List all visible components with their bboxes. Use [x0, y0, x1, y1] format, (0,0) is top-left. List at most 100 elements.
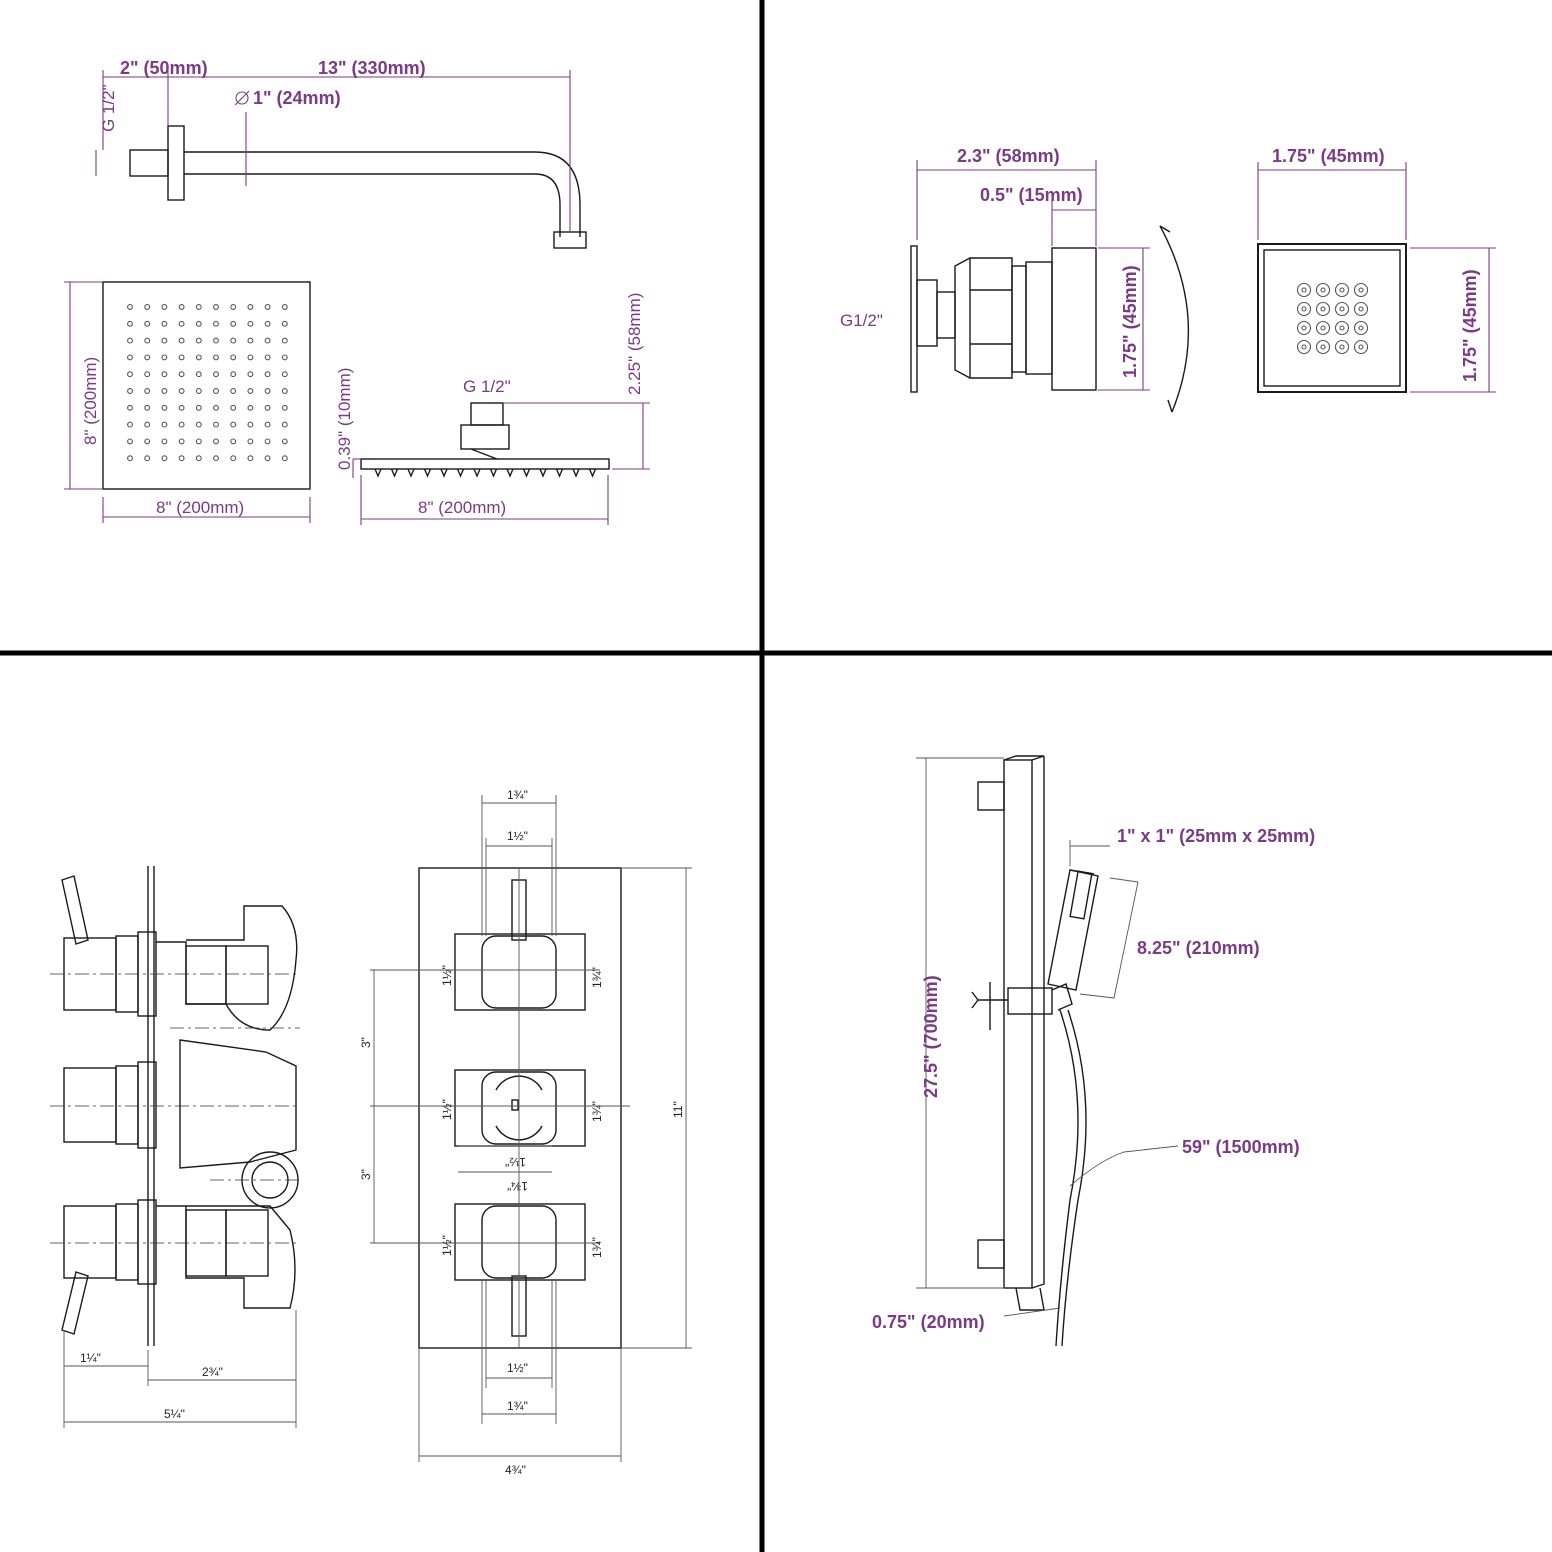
nozzle-dot	[281, 455, 288, 462]
nozzle-dot	[127, 421, 133, 428]
nozzle-dot	[144, 388, 151, 394]
jet-nozzle	[1296, 282, 1312, 298]
body-jet-side-dimension-lines	[916, 160, 1150, 391]
valve-plate-height-label: 11"	[671, 1101, 685, 1118]
profile-nozzles	[374, 468, 597, 478]
nozzle-dot	[195, 404, 202, 411]
jet-nozzle	[1296, 320, 1312, 336]
valve-row2-left-label: 1½"	[440, 1099, 454, 1120]
valve-row1-right-label: 1¾"	[590, 967, 604, 988]
body-jet-front-dimension-lines	[1257, 162, 1496, 393]
panel-shower-head: 2" (50mm) 13" (330mm) G 1/2" 1" (24mm) 8…	[64, 58, 650, 525]
handset-length-label: 8.25" (210mm)	[1137, 938, 1260, 958]
valve-front-dimension-lines	[373, 795, 692, 1462]
panel-body-jet: 2.3" (58mm) 0.5" (15mm) G1/2" 1.75" (45m…	[840, 146, 1496, 413]
nozzle-dot	[161, 320, 168, 327]
valve-spacing-top-label: 3"	[359, 1037, 373, 1048]
nozzle-dot	[161, 354, 168, 361]
nozzle-dot	[144, 421, 151, 428]
nozzle-dot	[127, 438, 133, 445]
nozzle-dot	[230, 371, 237, 378]
nozzle-dot	[178, 404, 185, 411]
nozzle-dot	[264, 304, 271, 310]
nozzle-dot	[178, 388, 185, 394]
nozzle-dot	[178, 455, 185, 462]
nozzle-dot	[230, 354, 237, 361]
nozzle-dot	[264, 320, 271, 327]
nozzle-dot	[247, 320, 254, 327]
valve-side-dimension-lines	[63, 1310, 297, 1428]
nozzle-dot	[264, 337, 271, 344]
profile-nozzle-tip	[572, 468, 580, 478]
profile-nozzle-tip	[390, 468, 399, 478]
valve-plate-width-label: 4¾"	[505, 1463, 526, 1477]
valve-body-depth-label: 2¾"	[202, 1365, 223, 1379]
profile-nozzle-tip	[374, 468, 382, 478]
profile-nozzle-tip	[473, 468, 481, 478]
jet-nozzle	[1296, 301, 1312, 317]
valve-spacing-bottom-label: 3"	[359, 1169, 373, 1180]
body-jet-nozzle-grid	[1296, 282, 1369, 355]
nozzle-dot	[144, 320, 151, 327]
nozzle-dot	[281, 371, 288, 378]
nozzle-dot	[213, 320, 219, 327]
nozzle-dot	[195, 304, 202, 310]
diameter-symbol-icon	[234, 90, 250, 106]
profile-nozzle-tip	[489, 468, 498, 478]
jet-nozzle	[1353, 320, 1369, 336]
nozzle-dot	[264, 371, 271, 378]
body-jet-front-height-label: 1.75" (45mm)	[1460, 269, 1480, 382]
head-width-label: 8" (200mm)	[156, 498, 244, 517]
head-plate-thickness-label: 0.39" (10mm)	[335, 368, 354, 470]
nozzle-dot	[195, 354, 202, 361]
valve-trim-inner-label: 1½"	[507, 829, 528, 843]
nozzle-dot	[127, 388, 133, 394]
nozzle-dot	[144, 455, 151, 462]
body-jet-thread-label: G1/2"	[840, 311, 883, 330]
valve-handle-projection-label: 1¼"	[80, 1351, 101, 1365]
nozzle-dot	[127, 337, 133, 344]
nozzle-dot	[127, 354, 133, 361]
nozzle-dot	[127, 304, 133, 310]
nozzle-dot	[178, 354, 185, 361]
nozzle-dot	[247, 438, 254, 445]
panel-valve: 1¼" 2¾" 5¼"	[50, 788, 692, 1477]
valve-side-view	[50, 866, 300, 1346]
jet-nozzle	[1315, 282, 1331, 298]
head-total-height-label: 2.25" (58mm)	[625, 293, 644, 395]
nozzle-dot	[161, 404, 168, 411]
jet-nozzle	[1315, 339, 1331, 355]
nozzle-dot	[264, 388, 271, 394]
nozzle-dot	[247, 421, 254, 428]
nozzle-dot	[230, 421, 237, 428]
nozzle-dot	[213, 421, 219, 428]
nozzle-dot	[178, 438, 185, 445]
body-jet-side-height-label: 1.75" (45mm)	[1120, 265, 1140, 378]
nozzle-dot	[230, 404, 237, 411]
profile-nozzle-tip	[539, 468, 547, 478]
nozzle-dot	[230, 304, 237, 310]
jet-nozzle	[1315, 320, 1331, 336]
nozzle-dot	[144, 371, 151, 378]
nozzle-dot	[230, 388, 237, 394]
nozzle-dot	[264, 438, 271, 445]
jet-nozzle	[1334, 301, 1350, 317]
shower-arm-drawing	[129, 125, 587, 249]
nozzle-dot	[230, 438, 237, 445]
nozzle-dot	[144, 404, 151, 411]
nozzle-dot	[213, 337, 219, 344]
profile-nozzle-tip	[407, 468, 415, 478]
jet-nozzle	[1334, 339, 1350, 355]
valve-row3-left-label: 1½"	[440, 1235, 454, 1256]
body-jet-front-view	[1257, 243, 1407, 393]
nozzle-dot	[281, 421, 288, 428]
nozzle-dot	[161, 304, 168, 310]
nozzle-dot	[127, 320, 133, 327]
nozzle-dot	[195, 438, 202, 445]
nozzle-dot	[281, 388, 288, 394]
profile-nozzle-tip	[423, 468, 432, 478]
valve-row2-right-label: 1¾"	[590, 1101, 604, 1122]
slide-rail-drawing	[971, 755, 1099, 1347]
nozzle-dot	[264, 354, 271, 361]
nozzle-dot	[247, 371, 254, 378]
